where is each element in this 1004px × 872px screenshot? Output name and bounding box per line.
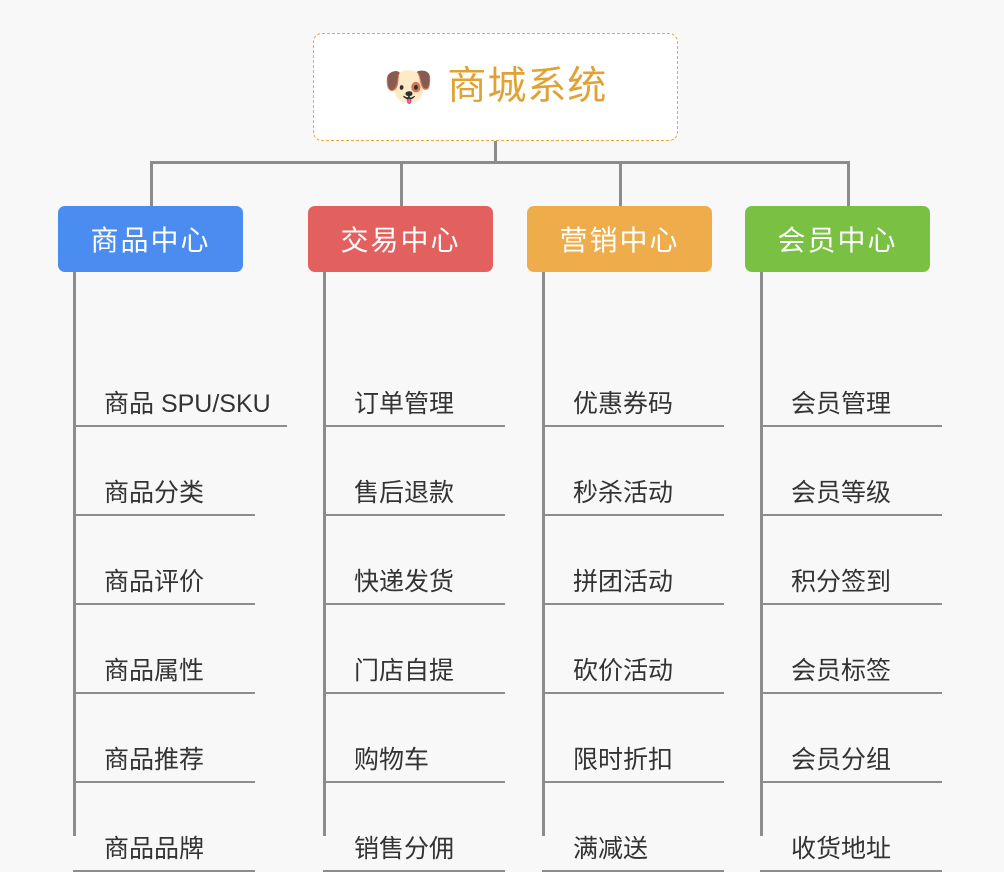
list-item[interactable]: 优惠券码: [527, 338, 724, 427]
leaf-label: 商品分类: [73, 480, 255, 517]
branch-header-product-center[interactable]: 商品中心: [58, 206, 243, 272]
connector-drop-branch-2: [400, 161, 403, 206]
leaf-label: 商品 SPU/SKU: [73, 391, 287, 428]
list-item[interactable]: 限时折扣: [527, 694, 724, 783]
list-item[interactable]: 门店自提: [308, 605, 505, 694]
leaf-label: 商品品牌: [73, 836, 255, 872]
connector-horizontal-bus: [150, 161, 850, 164]
leaf-label: 会员分组: [760, 747, 942, 784]
list-item[interactable]: 购物车: [308, 694, 505, 783]
list-item[interactable]: 商品属性: [58, 605, 287, 694]
list-item[interactable]: 商品分类: [58, 427, 287, 516]
list-item[interactable]: 会员分组: [745, 694, 942, 783]
connector-drop-branch-4: [847, 161, 850, 206]
leaf-label: 售后退款: [323, 480, 505, 517]
mindmap-canvas: 🐶 商城系统 商品中心 商品 SPU/SKU 商品分类 商品评价 商品属性 商品…: [0, 0, 1004, 840]
dog-face-icon: 🐶: [384, 67, 434, 107]
list-item[interactable]: 销售分佣: [308, 783, 505, 872]
leaf-label: 砍价活动: [542, 658, 724, 695]
branch-product-center: 商品中心 商品 SPU/SKU 商品分类 商品评价 商品属性 商品推荐 商品品牌: [58, 206, 287, 872]
list-item[interactable]: 会员标签: [745, 605, 942, 694]
branch-member-center: 会员中心 会员管理 会员等级 积分签到 会员标签 会员分组 收货地址: [745, 206, 942, 872]
leaf-list-member-center: 会员管理 会员等级 积分签到 会员标签 会员分组 收货地址: [745, 272, 942, 872]
list-item[interactable]: 商品推荐: [58, 694, 287, 783]
list-item[interactable]: 订单管理: [308, 338, 505, 427]
list-item[interactable]: 商品评价: [58, 516, 287, 605]
leaf-label: 秒杀活动: [542, 480, 724, 517]
leaf-list-trade-center: 订单管理 售后退款 快递发货 门店自提 购物车 销售分佣: [308, 272, 505, 872]
list-item[interactable]: 会员等级: [745, 427, 942, 516]
leaf-label: 销售分佣: [323, 836, 505, 872]
leaf-label: 商品评价: [73, 569, 255, 606]
branch-header-marketing-center[interactable]: 营销中心: [527, 206, 712, 272]
leaf-label: 收货地址: [760, 836, 942, 872]
leaf-label: 商品推荐: [73, 747, 255, 784]
branch-header-trade-center[interactable]: 交易中心: [308, 206, 493, 272]
connector-drop-branch-3: [619, 161, 622, 206]
list-item[interactable]: 售后退款: [308, 427, 505, 516]
leaf-label: 满减送: [542, 836, 724, 872]
connector-drop-branch-1: [150, 161, 153, 206]
branch-marketing-center: 营销中心 优惠券码 秒杀活动 拼团活动 砍价活动 限时折扣 满减送: [527, 206, 724, 872]
branch-header-member-center[interactable]: 会员中心: [745, 206, 930, 272]
branch-trade-center: 交易中心 订单管理 售后退款 快递发货 门店自提 购物车 销售分佣: [308, 206, 505, 872]
list-item[interactable]: 收货地址: [745, 783, 942, 872]
leaf-list-marketing-center: 优惠券码 秒杀活动 拼团活动 砍价活动 限时折扣 满减送: [527, 272, 724, 872]
leaf-label: 积分签到: [760, 569, 942, 606]
list-item[interactable]: 快递发货: [308, 516, 505, 605]
list-item[interactable]: 拼团活动: [527, 516, 724, 605]
list-item[interactable]: 满减送: [527, 783, 724, 872]
leaf-label: 购物车: [323, 747, 505, 784]
list-item[interactable]: 商品 SPU/SKU: [58, 338, 287, 427]
list-item[interactable]: 会员管理: [745, 338, 942, 427]
list-item[interactable]: 砍价活动: [527, 605, 724, 694]
leaf-label: 拼团活动: [542, 569, 724, 606]
leaf-label: 优惠券码: [542, 391, 724, 428]
leaf-label: 会员管理: [760, 391, 942, 428]
leaf-list-product-center: 商品 SPU/SKU 商品分类 商品评价 商品属性 商品推荐 商品品牌: [58, 272, 287, 872]
leaf-label: 门店自提: [323, 658, 505, 695]
list-item[interactable]: 积分签到: [745, 516, 942, 605]
leaf-label: 快递发货: [323, 569, 505, 606]
root-title: 商城系统: [447, 67, 607, 108]
leaf-label: 会员标签: [760, 658, 942, 695]
leaf-label: 订单管理: [323, 391, 505, 428]
leaf-label: 商品属性: [73, 658, 255, 695]
list-item[interactable]: 商品品牌: [58, 783, 287, 872]
root-node[interactable]: 🐶 商城系统: [313, 33, 678, 141]
connector-root-stem: [494, 141, 497, 163]
list-item[interactable]: 秒杀活动: [527, 427, 724, 516]
leaf-label: 会员等级: [760, 480, 942, 517]
leaf-label: 限时折扣: [542, 747, 724, 784]
